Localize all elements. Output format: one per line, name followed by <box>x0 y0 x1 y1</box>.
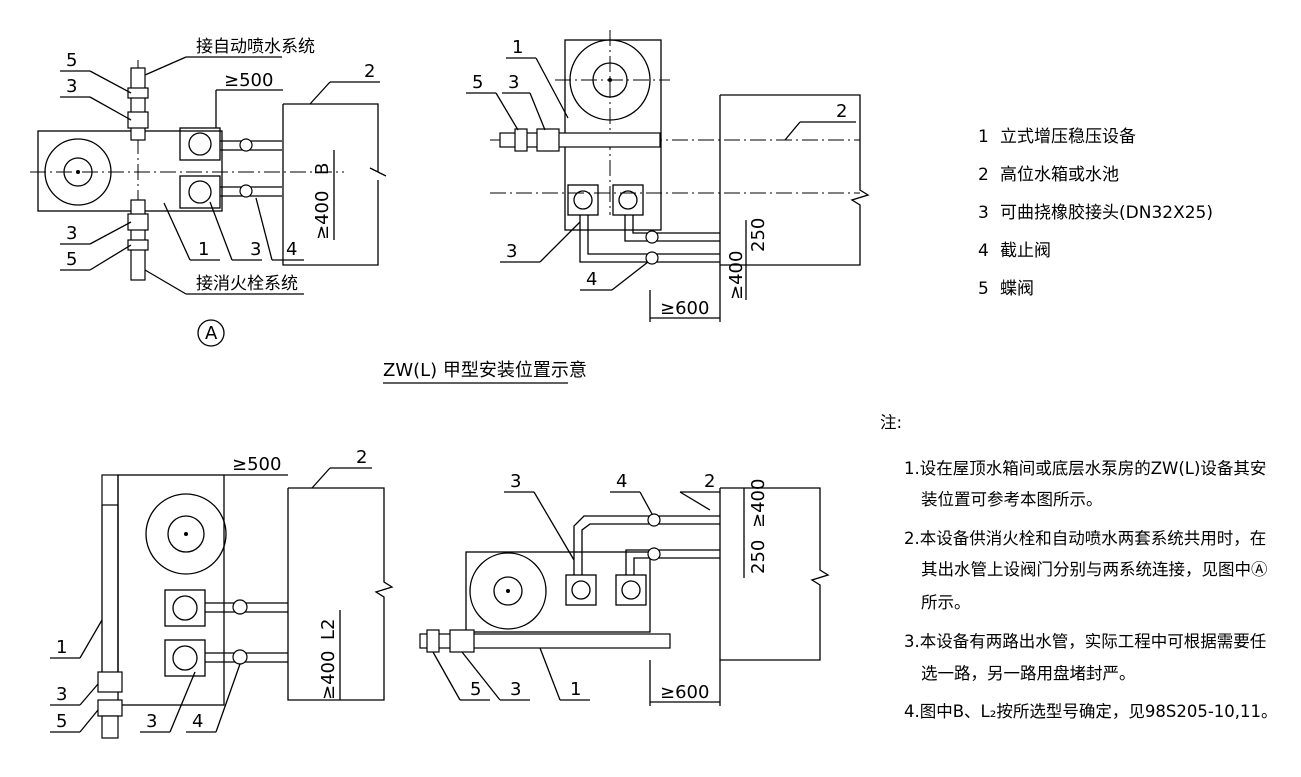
br-callout-4: 4 <box>616 471 627 492</box>
callout-5b: 5 <box>66 249 77 270</box>
note-line: 4.图中B、L₂按所选型号确定，见98S205-10,11。 <box>904 702 1278 721</box>
callout-3: 3 <box>66 76 77 97</box>
legend-num-3: 3 <box>978 203 989 223</box>
bottom-right-view: ≥400 250 ≥600 3 4 2 5 3 1 <box>419 471 830 706</box>
top-right-view: 250 ≥400 ≥600 1 5 3 2 3 4 <box>466 30 870 322</box>
note-line: 2.本设备供消火栓和自动喷水两套系统共用时，在 <box>904 529 1266 548</box>
legend-text-1: 立式增压稳压设备 <box>1000 127 1136 147</box>
legend-num-4: 4 <box>978 241 989 261</box>
callout-3b: 3 <box>66 223 77 244</box>
tr-dim-600: ≥600 <box>660 298 709 319</box>
br-dim-250: 250 <box>748 540 769 574</box>
tr-callout-2: 2 <box>836 101 847 122</box>
legend-text-3: 可曲挠橡胶接头(DN32X25) <box>1000 203 1213 223</box>
bl-dim-400: ≥400 <box>318 651 339 700</box>
tr-callout-5: 5 <box>472 72 483 93</box>
bl-callout-1: 1 <box>56 637 67 658</box>
bl-callout-5: 5 <box>56 711 67 732</box>
tr-dim-400: ≥400 <box>726 251 747 300</box>
tr-callout-3b: 3 <box>506 241 517 262</box>
bl-dim-500: ≥500 <box>232 454 281 475</box>
bl-callout-4: 4 <box>192 711 203 732</box>
br-dim-600: ≥600 <box>660 682 709 703</box>
br-dim-400: ≥400 <box>748 479 769 528</box>
tr-dim-250: 250 <box>748 218 769 252</box>
br-callout-1: 1 <box>570 679 581 700</box>
legend-text-5: 蝶阀 <box>1000 279 1034 299</box>
note-line: 3.本设备有两路出水管，实际工程中可根据需要任 <box>904 632 1266 651</box>
top-left-view: ≥500 B ≥400 接自动喷水系统 接消火栓系统 5 3 2 3 5 1 3… <box>30 37 387 347</box>
note-line: 装位置可参考本图所示。 <box>921 490 1103 509</box>
bottom-left-view: ≥500 L2 ≥400 2 1 3 5 3 4 <box>50 447 394 739</box>
legend-text-2: 高位水箱或水池 <box>1000 165 1119 185</box>
bl-dim-l2: L2 <box>318 619 339 640</box>
legend-num-5: 5 <box>978 279 989 299</box>
tr-callout-1: 1 <box>512 37 523 58</box>
notes-heading: 注: <box>880 413 902 432</box>
callout-4: 4 <box>286 239 297 260</box>
legend-text-4: 截止阀 <box>1000 241 1051 261</box>
note-line: 选一路，另一路用盘堵封严。 <box>921 664 1136 683</box>
callout-2: 2 <box>364 61 375 82</box>
callout-3c: 3 <box>250 239 261 260</box>
hydrant-system-label: 接消火栓系统 <box>196 274 298 294</box>
br-callout-5: 5 <box>470 679 481 700</box>
spray-system-label: 接自动喷水系统 <box>196 37 315 57</box>
bl-callout-3: 3 <box>56 684 67 705</box>
diagram-caption: ZW(L) 甲型安装位置示意 <box>383 360 587 381</box>
dim-b: B <box>312 163 333 175</box>
callout-5: 5 <box>66 50 77 71</box>
note-line: 其出水管上设阀门分别与两系统连接，见图中Ⓐ <box>921 560 1268 579</box>
br-callout-3b: 3 <box>510 679 521 700</box>
bl-callout-3b: 3 <box>146 711 157 732</box>
legend-num-1: 1 <box>978 127 989 147</box>
note-line: 1.设在屋顶水箱间或底层水泵房的ZW(L)设备其安 <box>904 459 1266 478</box>
tr-callout-4: 4 <box>586 269 597 290</box>
callout-1: 1 <box>198 239 209 260</box>
dim-500: ≥500 <box>224 70 273 91</box>
dim-400: ≥400 <box>312 191 333 240</box>
circle-a-marker: A <box>205 323 218 344</box>
tr-callout-3: 3 <box>508 72 519 93</box>
legend: 1 立式增压稳压设备 2 高位水箱或水池 3 可曲挠橡胶接头(DN32X25) … <box>978 127 1213 299</box>
br-callout-3: 3 <box>510 471 521 492</box>
br-callout-2: 2 <box>704 471 715 492</box>
note-line: 所示。 <box>921 593 971 612</box>
legend-num-2: 2 <box>978 165 989 185</box>
bl-callout-2: 2 <box>356 447 367 468</box>
notes: 注: 1.设在屋顶水箱间或底层水泵房的ZW(L)设备其安 装位置可参考本图所示。… <box>880 413 1278 721</box>
